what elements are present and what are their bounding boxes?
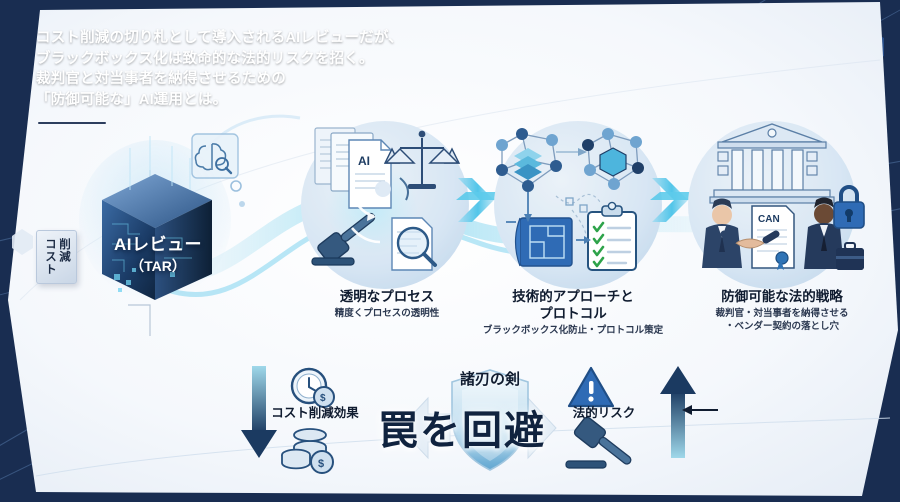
warning-triangle-icon (567, 366, 615, 408)
svg-text:$: $ (318, 458, 324, 470)
stage-3-illustration: CAN (688, 121, 865, 289)
checkmark-icon (592, 221, 605, 268)
double-edged-sword-caption: 諸刃の剣 (459, 371, 520, 388)
clock-coin-icon: $ (290, 367, 335, 408)
headline-divider (38, 122, 106, 124)
ai-review-server-illustration (79, 133, 245, 300)
stage-label-transparent-process: 透明なプロセス 精度くプロセスの透明性 (300, 288, 474, 320)
avoid-trap-text: 罠を回避 (378, 409, 546, 453)
coin-stack-icon: $ (281, 428, 334, 474)
shield-icon (451, 369, 529, 471)
source-node-label: AIレビュー （TAR） (88, 230, 228, 276)
risk-up-arrow (660, 366, 696, 458)
headline-line-4: 「防御可能な」AI運用とは。 (36, 91, 228, 108)
gavel-icon-bottom (565, 416, 632, 469)
cost-tag-char-2: 削減 (58, 238, 70, 263)
stage-1-subtitle: 精度くプロセスの透明性 (334, 308, 440, 319)
ai-doc-label: AI (358, 154, 370, 168)
stage-2-illustration (494, 121, 662, 289)
cost-tag-char-1: コスト (44, 238, 56, 276)
source-node-subtitle: （TAR） (130, 258, 186, 274)
stage-2-title-line-1: 技術的アプローチと (512, 289, 634, 304)
legal-risk-label: 法的リスク (572, 406, 636, 420)
stage-label-technical-approach: 技術的アプローチと プロトコル ブラックボックス化防止・プロトコル策定 (468, 288, 678, 337)
cost-effect-label: コスト削減効果 (271, 406, 359, 420)
stage-2-subtitle: ブラックボックス化防止・プロトコル策定 (482, 325, 664, 336)
svg-text:$: $ (320, 393, 326, 404)
stage-1-title: 透明なプロセス (339, 289, 435, 304)
stage-3-subtitle-line-1: 裁判官・対当事者を納得させる (715, 308, 849, 319)
cost-down-arrow (241, 366, 277, 458)
headline-line-1: コスト削減の切り札として導入されるAIレビューだが、 (36, 30, 403, 46)
headline-line-3: 裁判官と対当事者を納得させるための (36, 71, 286, 87)
stage-3-subtitle-line-2: ・ベンダー契約の落とし穴 (724, 321, 839, 332)
stage-3-title: 防御可能な法的戦略 (721, 289, 843, 304)
contract-doc-label: CAN (758, 214, 780, 225)
headline-block: コスト削減の切り札として導入されるAIレビューだが、 ブラックボックス化は致命的… (36, 28, 403, 110)
stage-label-defensible-strategy: 防御可能な法的戦略 裁判官・対当事者を納得させる ・ベンダー契約の落とし穴 (676, 288, 888, 333)
brain-icon (194, 143, 227, 171)
source-node-title: AIレビュー (114, 235, 202, 254)
stage-1-illustration: AI (301, 121, 469, 289)
cost-reduction-tag: コスト 削減 (36, 230, 77, 284)
headline-line-2: ブラックボックス化は致命的な法的リスクを招く。 (36, 50, 374, 67)
stage-2-title-line-2: プロトコル (539, 306, 607, 321)
